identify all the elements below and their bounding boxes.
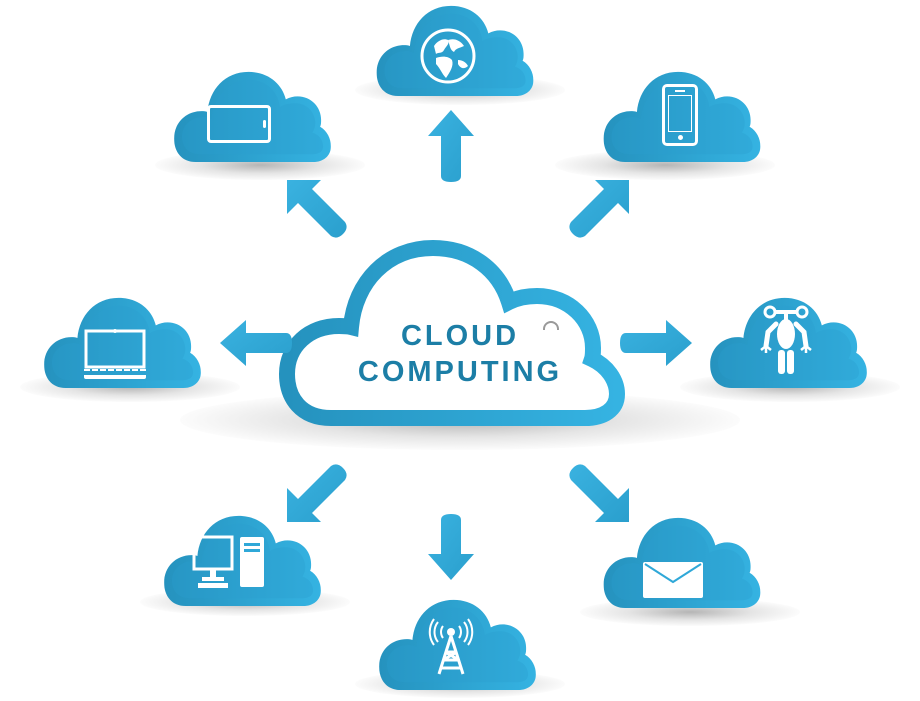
arrow-right [618, 318, 694, 368]
laptop-icon [82, 329, 148, 381]
arrow-up-left [285, 178, 351, 244]
center-title: CLOUD COMPUTING [320, 318, 600, 390]
arrow-down [426, 512, 476, 582]
center-cloud [278, 238, 626, 428]
robot-icon [758, 305, 814, 378]
tablet-icon [207, 105, 271, 143]
radio-tower-icon [428, 618, 474, 676]
decorative-arc-icon [543, 321, 559, 330]
arrow-down-left [285, 458, 351, 524]
title-line-2: COMPUTING [357, 356, 563, 388]
smartphone-icon [662, 84, 698, 146]
tablet-button-icon [263, 120, 266, 128]
arrow-up [426, 108, 476, 184]
title-line-1: CLOUD [400, 320, 520, 352]
arrow-down-right [565, 458, 631, 524]
arrow-left [218, 318, 294, 368]
desktop-computer-icon [192, 535, 268, 591]
envelope-icon [643, 562, 703, 598]
globe-icon [420, 28, 476, 84]
arrow-up-right [565, 178, 631, 244]
